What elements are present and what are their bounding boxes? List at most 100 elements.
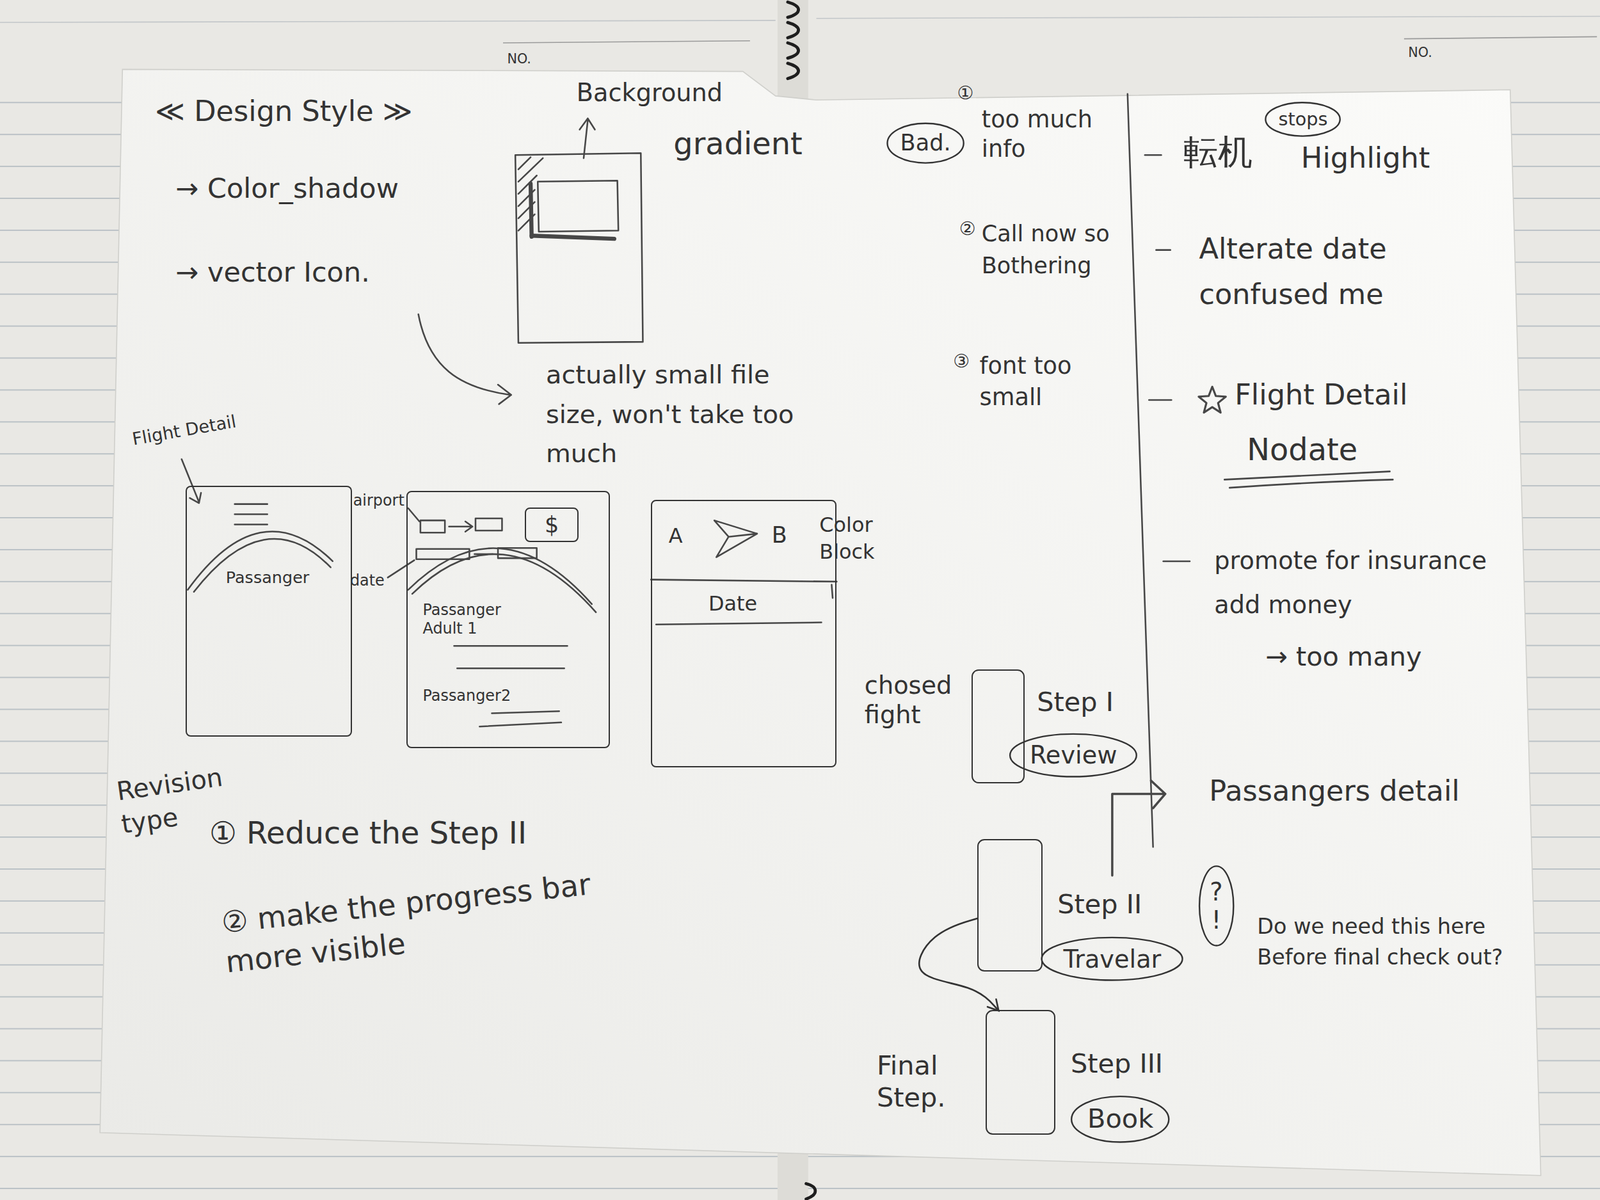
form-line (454, 645, 568, 669)
handwritten-note: Background (576, 77, 723, 109)
handwritten-note: Flight Detail (1234, 377, 1408, 414)
step-screen: Step II (977, 839, 1043, 972)
text-slot: Final Step. (876, 1050, 974, 1114)
circled-word: Travelar (1038, 935, 1186, 982)
note-slot: ① (957, 81, 975, 105)
handwritten-note: → vector Icon. (175, 255, 370, 290)
pencil-circle (1072, 1096, 1170, 1142)
circled-word: ? ! (1198, 862, 1234, 950)
handwritten-text: Review (1029, 741, 1118, 770)
note-slot: Nodate (1246, 430, 1358, 470)
note-slot: too much info (981, 104, 1099, 164)
screen-sketch: Passanger Adult 1 Passanger2 $ (406, 490, 611, 749)
handwritten-text: Passanger2 (422, 686, 511, 706)
note-slot: 転机 (1183, 130, 1253, 175)
note-slot: Flight Detail (130, 410, 238, 450)
spiral-ring (787, 1, 799, 18)
leader-line (408, 508, 420, 522)
handwritten-text: Passanger Adult 1 (422, 600, 535, 638)
handwritten-note: gradient (673, 124, 802, 164)
header-arc (193, 538, 331, 592)
pencil-circle (1009, 733, 1137, 777)
route-arrow (449, 521, 473, 532)
header-arc (408, 548, 592, 605)
note-slot: Alterate date confused me (1198, 226, 1444, 319)
plane-icon (714, 520, 758, 557)
step-screen: chosed fightStep I (971, 669, 1025, 784)
handwritten-note: promote for insurance add money (1214, 538, 1531, 628)
handwritten-text: Date (708, 591, 758, 616)
note-slot: Passangers detail (1208, 773, 1460, 810)
handwritten-text: stops (1278, 108, 1328, 130)
tick-mark (831, 584, 833, 599)
leader-line (387, 560, 415, 578)
card-sketch (537, 180, 619, 232)
handwritten-note: date (350, 571, 385, 591)
menu-icon (234, 504, 268, 525)
pencil-sketch (181, 94, 1394, 876)
pencil-circle (887, 122, 964, 163)
background-sketch (515, 152, 643, 344)
detail-arrow (1112, 780, 1166, 876)
handwritten-note: font too small (979, 350, 1103, 414)
text-slot: Passanger2 (422, 686, 511, 706)
handwritten-note: Flight Detail (130, 410, 238, 450)
spiral-ring (806, 1183, 816, 1199)
handwritten-note: ① (957, 81, 975, 105)
note-slot: date (350, 571, 385, 591)
handwritten-text: A (668, 523, 683, 548)
note-slot: Background (576, 77, 723, 109)
star-mark (1198, 386, 1226, 413)
flight-detail-arrow (181, 458, 201, 504)
circled-word: stops (1264, 101, 1342, 138)
handwritten-note: Nodate (1246, 430, 1358, 470)
note-slot: Call now so Bothering (981, 217, 1125, 283)
handwritten-note: NO. (506, 51, 532, 68)
handwritten-text: chosed fight (864, 670, 962, 730)
handwritten-note: Alterate date confused me (1198, 226, 1444, 319)
price-box: $ (524, 507, 580, 543)
handwritten-text: Step II (1057, 888, 1142, 921)
handwritten-text: Bad. (900, 129, 952, 156)
note-slot: Highlight (1301, 140, 1430, 177)
handwritten-note: ① Reduce the Step II (209, 814, 527, 853)
handwritten-text: B (771, 521, 788, 549)
text-slot: Step I (1036, 686, 1114, 719)
text-slot: B (771, 521, 788, 549)
handwritten-note: airport (353, 491, 405, 511)
column-divider (1127, 94, 1154, 848)
note-slot: ① Reduce the Step II (209, 814, 527, 853)
handwritten-note: 転机 (1183, 130, 1253, 175)
spiral-ring (787, 42, 799, 59)
handwritten-text: $ (544, 511, 559, 539)
handwritten-note: ② (959, 217, 976, 241)
handwritten-note: → too many (1265, 640, 1423, 674)
circled-word: Bad. (885, 121, 966, 165)
pencil-circle (1041, 937, 1183, 981)
handwritten-note: Call now so Bothering (981, 217, 1125, 283)
shadow-stroke (531, 235, 615, 239)
screen-sketch: Passanger (185, 485, 352, 737)
note-slot: airport (353, 491, 405, 511)
note-slot: ③ (952, 350, 970, 374)
handwritten-note: too much info (981, 104, 1099, 164)
airport-field (475, 518, 502, 531)
text-slot: Step III (1070, 1048, 1163, 1081)
underline (1224, 471, 1393, 489)
note-slot: Color Block (819, 512, 896, 566)
note-slot: Flight Detail (1234, 377, 1408, 414)
handwritten-note: actually small file size, won't take too… (545, 355, 817, 474)
form-line (479, 711, 562, 727)
background-arrow (579, 118, 596, 159)
note-slot: ② make the progress bar more visible (219, 858, 655, 983)
text-slot: Passanger (225, 567, 310, 588)
note-slot: ≪ Design Style ≫ (154, 94, 413, 130)
handwritten-text: Travelar (1063, 945, 1161, 974)
header-line (816, 16, 1600, 19)
note-slot: gradient (673, 124, 802, 164)
handwritten-note: → Color_shadow (175, 171, 399, 207)
handwritten-note: ③ (952, 350, 970, 374)
note-slot: → Color_shadow (175, 171, 399, 207)
handwritten-note: Do we need this here Before final check … (1256, 911, 1528, 974)
